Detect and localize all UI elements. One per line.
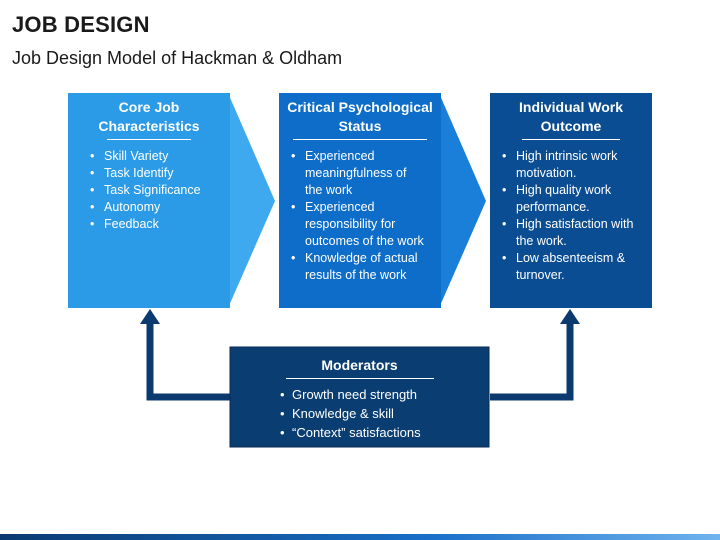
page-title: JOB DESIGN xyxy=(12,12,150,37)
critical-chevron-arrow xyxy=(439,93,486,308)
list-item: Knowledge & skill xyxy=(278,404,489,423)
moderators-panel-title: Moderators xyxy=(321,357,398,373)
core-panel-list: Skill Variety Task Identify Task Signifi… xyxy=(68,148,230,233)
page-subtitle: Job Design Model of Hackman & Oldham xyxy=(12,48,343,68)
core-panel-divider xyxy=(107,139,191,140)
core-chevron-arrow xyxy=(228,93,275,308)
critical-panel-list: Experienced meaningfulness of the work E… xyxy=(279,148,441,284)
footer-accent-bar xyxy=(0,534,720,540)
list-item: High quality work performance. xyxy=(500,182,640,216)
list-item: Experienced meaningfulness of the work xyxy=(289,148,427,199)
critical-panel-title: Critical Psychological Status xyxy=(287,99,433,134)
core-panel: Core Job Characteristics Skill Variety T… xyxy=(68,98,230,233)
list-item: “Context” satisfactions xyxy=(278,423,489,442)
left-connector-arrowhead xyxy=(140,309,160,324)
critical-panel: Critical Psychological Status Experience… xyxy=(279,98,441,284)
list-item: Experienced responsibility for outcomes … xyxy=(289,199,427,250)
list-item: Autonomy xyxy=(88,199,230,216)
critical-panel-divider xyxy=(293,139,427,140)
core-panel-title: Core Job Characteristics xyxy=(98,99,200,134)
moderators-panel-list: Growth need strength Knowledge & skill “… xyxy=(230,385,489,442)
list-item: Task Significance xyxy=(88,182,230,199)
list-item: Growth need strength xyxy=(278,385,489,404)
list-item: Low absenteeism & turnover. xyxy=(500,250,640,284)
right-connector-line xyxy=(490,322,574,401)
list-item: Skill Variety xyxy=(88,148,230,165)
list-item: Task Identify xyxy=(88,165,230,182)
list-item: Feedback xyxy=(88,216,230,233)
list-item: High intrinsic work motivation. xyxy=(500,148,640,182)
left-connector-line xyxy=(146,322,230,401)
list-item: Knowledge of actual results of the work xyxy=(289,250,427,284)
list-item: High satisfaction with the work. xyxy=(500,216,640,250)
moderators-panel: Moderators Growth need strength Knowledg… xyxy=(230,356,489,442)
outcome-panel-list: High intrinsic work motivation. High qua… xyxy=(490,148,652,284)
outcome-panel-divider xyxy=(522,139,620,140)
outcome-panel: Individual Work Outcome High intrinsic w… xyxy=(490,98,652,284)
outcome-panel-title: Individual Work Outcome xyxy=(519,99,623,134)
right-connector-arrowhead xyxy=(560,309,580,324)
moderators-panel-divider xyxy=(285,378,434,379)
